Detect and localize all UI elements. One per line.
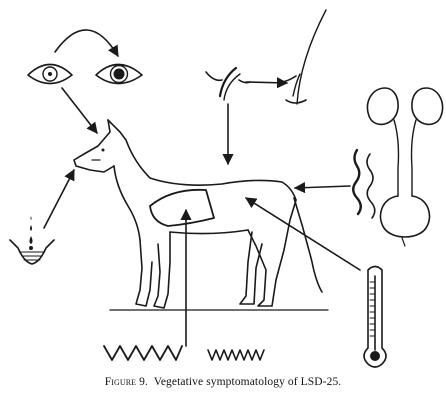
mydriasis-arrow bbox=[55, 30, 118, 56]
saliva-arrow bbox=[44, 170, 74, 228]
waveform-icon bbox=[104, 346, 264, 360]
normal-eye-icon bbox=[28, 65, 72, 84]
urinary-arrow bbox=[295, 186, 350, 188]
thermometer-icon bbox=[364, 267, 386, 368]
caption-label: Figure bbox=[105, 376, 136, 388]
kidneys-bladder-icon bbox=[367, 88, 442, 246]
hair-transition-arrow bbox=[246, 82, 287, 83]
heart-icon bbox=[150, 190, 214, 226]
wavy-lines-icon bbox=[353, 150, 375, 218]
temperature-arrow bbox=[246, 198, 360, 270]
dilated-pupil-eye-icon bbox=[96, 65, 142, 84]
dog-drawing bbox=[74, 120, 328, 310]
erect-hair-icon bbox=[206, 10, 326, 104]
salivation-bowl-icon bbox=[10, 216, 54, 264]
caption-number: 9. bbox=[139, 376, 148, 388]
figure-caption: Figure 9. Vegetative symptomatology of L… bbox=[0, 376, 446, 388]
eye-to-head-arrow bbox=[62, 88, 97, 133]
caption-text: Vegetative symptomatology of LSD-25. bbox=[154, 376, 342, 388]
